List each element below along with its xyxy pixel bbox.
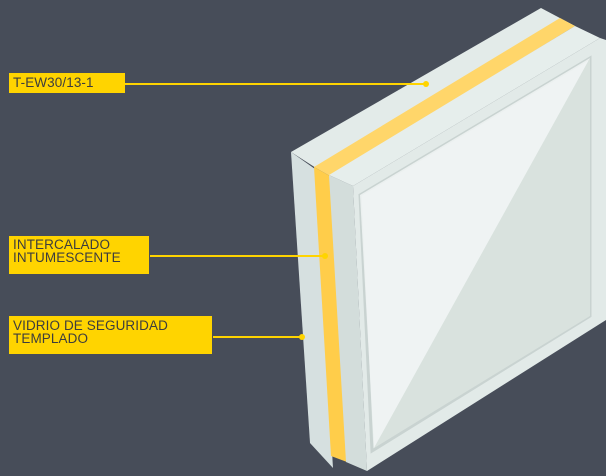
interlayer-edge-strip	[314, 167, 347, 462]
glass-reflection	[360, 58, 590, 448]
leader-dot-middle	[322, 253, 328, 259]
label-intumescent-interlayer: INTERCALADO INTUMESCENTE	[9, 236, 149, 274]
front-glass-left-edge	[291, 152, 333, 468]
leader-dot-bottom	[299, 334, 305, 340]
glass-shade	[374, 58, 590, 448]
interlayer-top-strip	[314, 18, 575, 176]
back-glass-top-edge	[329, 26, 600, 186]
back-glass-left-edge	[329, 175, 367, 471]
label-product-code: T-EW30/13-1	[9, 73, 125, 93]
leader-dot-top	[423, 81, 429, 87]
label-tempered-safety-glass: VIDRIO DE SEGURIDAD TEMPLADO	[9, 316, 212, 354]
glass-top-edge	[291, 8, 575, 168]
